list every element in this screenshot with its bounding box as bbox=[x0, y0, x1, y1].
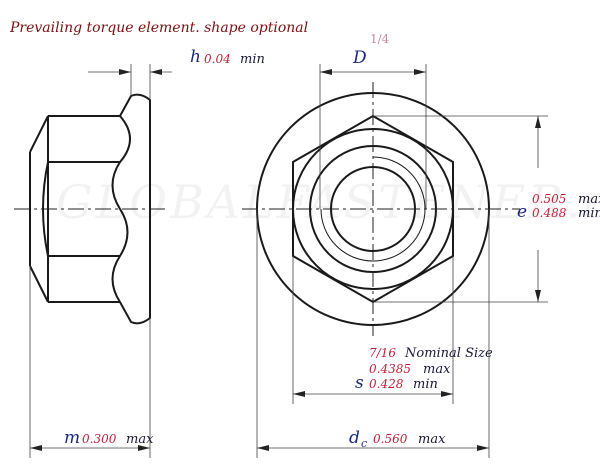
m-qualifier: max bbox=[126, 432, 154, 447]
s-symbol: s bbox=[355, 373, 364, 393]
s-max-value: 0.4385 bbox=[369, 362, 411, 376]
s-nominal-label: Nominal Size bbox=[404, 346, 493, 361]
dc-symbol: d bbox=[349, 428, 360, 448]
e-max-qualifier: max bbox=[578, 192, 600, 207]
s-nominal-value: 7/16 bbox=[369, 346, 396, 360]
e-min-value: 0.488 bbox=[532, 206, 567, 220]
e-min-qualifier: min bbox=[578, 206, 600, 221]
s-max-qualifier: max bbox=[423, 362, 451, 377]
d-symbol: D bbox=[352, 48, 367, 68]
h-qualifier: min bbox=[240, 52, 265, 67]
dc-value: 0.560 bbox=[373, 432, 408, 446]
side-view bbox=[14, 64, 172, 458]
m-symbol: m bbox=[64, 428, 80, 448]
s-min-value: 0.428 bbox=[369, 377, 404, 391]
watermark: GLOBALFASTENER.com bbox=[56, 175, 600, 229]
m-value: 0.300 bbox=[82, 432, 117, 446]
h-symbol: h bbox=[190, 47, 201, 67]
dc-qualifier: max bbox=[418, 432, 446, 447]
top-view bbox=[242, 64, 548, 458]
s-min-qualifier: min bbox=[413, 377, 438, 392]
e-symbol: e bbox=[517, 202, 527, 222]
d-size: 1/4 bbox=[370, 32, 390, 46]
dc-subscript: c bbox=[361, 437, 367, 450]
e-max-value: 0.505 bbox=[532, 192, 566, 206]
caption: Prevailing torque element. shape optiona… bbox=[9, 20, 308, 36]
h-value: 0.04 bbox=[204, 52, 231, 66]
